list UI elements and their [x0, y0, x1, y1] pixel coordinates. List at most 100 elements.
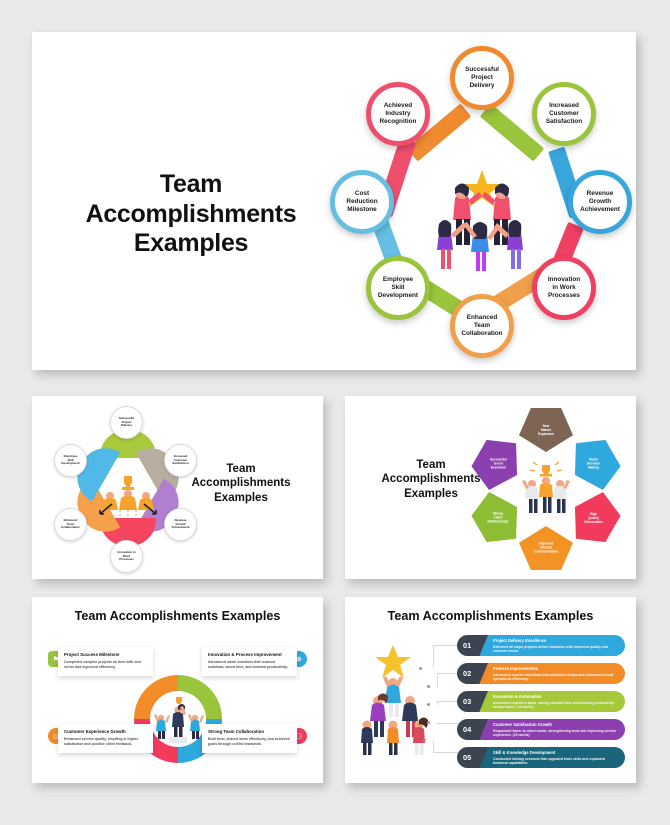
list-item-heading: Customer Satisfaction Growth [493, 722, 552, 727]
slide-hero[interactable]: Team Accomplishments Examples [32, 32, 636, 370]
list-item-number: 05 [457, 747, 488, 768]
hero-cycle-diagram: Successful Project Delivery Increased Cu… [330, 44, 632, 362]
segment-label-line-3: Execution [490, 466, 506, 471]
list-bar[interactable]: Skill & Knowledge Development Conducted … [473, 747, 625, 768]
hero-node-successful-project-delivery[interactable]: Successful Project Delivery [450, 46, 514, 110]
list-bar[interactable]: Innovation & Automation Automated repeti… [473, 691, 625, 712]
donut-card-customer-experience-growth[interactable]: Customer Experience Growth Enhanced serv… [58, 724, 153, 753]
node-label-line-2: Growth [588, 198, 612, 206]
node-label-line-1: Employee [382, 276, 414, 284]
card-body: Introduced smart solutions that reduced … [208, 659, 288, 669]
connector-line [433, 752, 459, 753]
octagon-center-illustration [515, 457, 577, 519]
gear-node-increased-customer-satisfaction[interactable]: Increased Customer Satisfaction [164, 444, 197, 477]
connector-line [437, 701, 459, 702]
gear-slide-title: Team Accomplishments Examples [173, 462, 309, 505]
segment-label-line-3: Expansion [537, 432, 555, 437]
gear-center-illustration [94, 470, 162, 518]
gear-title-line-3: Examples [214, 491, 268, 504]
donut-card-project-success-milestone[interactable]: Project Success Milestone Completed comp… [58, 647, 153, 676]
node-label-line-3: Achievement [580, 205, 620, 213]
list-item-body: Automated repetitive tasks, saving valua… [493, 700, 614, 710]
list-bar[interactable]: Customer Satisfaction Growth Responded f… [473, 719, 625, 740]
gear-node-employee-skill-development[interactable]: Employee Skill Development [54, 444, 87, 477]
hero-node-revenue-growth-achievement[interactable]: Revenue Growth Achievement [568, 170, 632, 234]
segment-label-line-3: Communication [533, 550, 559, 555]
list-bar[interactable]: Process Improvements Introduced smarter … [473, 663, 625, 684]
octagon-diagram: New Market Expansion Faster Decision Mak… [462, 404, 630, 572]
gear-cycle-diagram: Successful Project Delivery Increased Cu… [46, 404, 206, 573]
hero-title-line-3: Examples [133, 229, 249, 257]
node-label-line-2: Project [471, 74, 493, 82]
node-label-line-3: Processes [548, 291, 580, 299]
list-item-number: 01 [457, 635, 488, 656]
list-row[interactable]: Process Improvements Introduced smarter … [457, 663, 625, 684]
slide-octagon-cycle[interactable]: Team Accomplishments Examples New Market… [345, 396, 636, 579]
segment-label-line-2: Market [540, 427, 552, 432]
connector-line [433, 741, 434, 753]
node-label-line-3: Milestone [347, 205, 377, 213]
donut-card-strong-team-collaboration[interactable]: Strong Team Collaboration Built trust, s… [202, 724, 297, 753]
node-label-line-1: Successful [465, 66, 499, 74]
gear-node-innovation-in-work-processes[interactable]: Innovation in Work Processes [110, 540, 143, 573]
hero-node-cost-reduction-milestone[interactable]: Cost Reduction Milestone [330, 170, 394, 234]
node-label-line-3: Collaboration [61, 525, 80, 530]
node-label-line-3: Delivery [120, 423, 133, 428]
node-label-line-1: Enhanced [466, 314, 498, 322]
list-item-body: Responded faster to client needs, streng… [493, 728, 617, 738]
list-bar[interactable]: Project Delivery Excellence Delivered al… [473, 635, 625, 656]
gear-node-enhanced-team-collaboration[interactable]: Enhanced Team Collaboration [54, 508, 87, 541]
connector-dot [427, 721, 430, 724]
card-heading: Customer Experience Growth [64, 729, 126, 734]
card-heading: Strong Team Collaboration [208, 729, 265, 734]
list-row[interactable]: Innovation & Automation Automated repeti… [457, 691, 625, 712]
connector-line [437, 673, 438, 687]
segment-label-line-1: New [542, 423, 550, 428]
gear-node-revenue-growth-achievement[interactable]: Revenue Growth Achievement [164, 508, 197, 541]
slide-numbered-list[interactable]: Team Accomplishments Examples [345, 597, 636, 783]
connector-line [433, 645, 434, 667]
gear-node-successful-project-delivery[interactable]: Successful Project Delivery [110, 406, 143, 439]
node-label-line-2: Work [122, 553, 131, 558]
node-label-line-1: Revenue [586, 190, 614, 198]
node-label-line-1: Employee [63, 454, 78, 459]
card-body: Built trust, shared ideas effectively, a… [208, 736, 290, 746]
node-label-line-3: Satisfaction [545, 117, 583, 125]
hero-node-enhanced-team-collaboration[interactable]: Enhanced Team Collaboration [450, 294, 514, 358]
node-label-line-2: Customer [549, 110, 579, 118]
octagon-segment-improved-internal-communication[interactable]: Improved Internal Communication [519, 526, 573, 570]
node-label-line-1: Achieved [383, 102, 413, 110]
connector-dot [419, 667, 422, 670]
hero-node-employee-skill-development[interactable]: Employee Skill Development [366, 256, 430, 320]
connector-line [437, 723, 459, 724]
node-label-line-2: Customer [173, 457, 188, 462]
connector-line [433, 645, 459, 646]
hero-node-increased-customer-satisfaction[interactable]: Increased Customer Satisfaction [532, 82, 596, 146]
list-item-heading: Innovation & Automation [493, 694, 542, 699]
node-label-line-2: Project [121, 419, 132, 424]
list-slide-title: Team Accomplishments Examples [387, 609, 594, 623]
node-label-line-2: Industry [385, 110, 411, 118]
list-item-number: 02 [457, 663, 488, 684]
donut-center-illustration [151, 693, 205, 745]
hero-title-line-2: Accomplishments [85, 199, 297, 228]
list-row[interactable]: Project Delivery Excellence Delivered al… [457, 635, 625, 656]
node-label-line-3: Delivery [469, 81, 495, 89]
node-label-line-3: Recognition [379, 117, 417, 125]
node-label-line-1: Increased [549, 102, 579, 110]
hero-node-innovation-in-work-processes[interactable]: Innovation in Work Processes [532, 256, 596, 320]
slide-donut-cards[interactable]: Team Accomplishments Examples [32, 597, 323, 783]
list-item-body: Conducted training sessions that upgrade… [493, 756, 606, 766]
list-row[interactable]: Skill & Knowledge Development Conducted … [457, 747, 625, 768]
connector-dot [423, 739, 426, 742]
slide-gear-cycle[interactable]: Team Accomplishments Examples [32, 396, 323, 579]
hero-node-achieved-industry-recognition[interactable]: Achieved Industry Recognition [366, 82, 430, 146]
list-row[interactable]: Customer Satisfaction Growth Responded f… [457, 719, 625, 740]
segment-label-line-3: Deliverables [584, 520, 604, 525]
octagon-segment-new-market-expansion[interactable]: New Market Expansion [519, 408, 573, 452]
node-label-line-2: Skill [67, 457, 74, 462]
node-label-line-1: Innovation [547, 276, 581, 284]
node-label-line-3: Satisfaction [172, 461, 189, 466]
donut-card-innovation-process-improvement[interactable]: Innovation & Process Improvement Introdu… [202, 647, 297, 676]
